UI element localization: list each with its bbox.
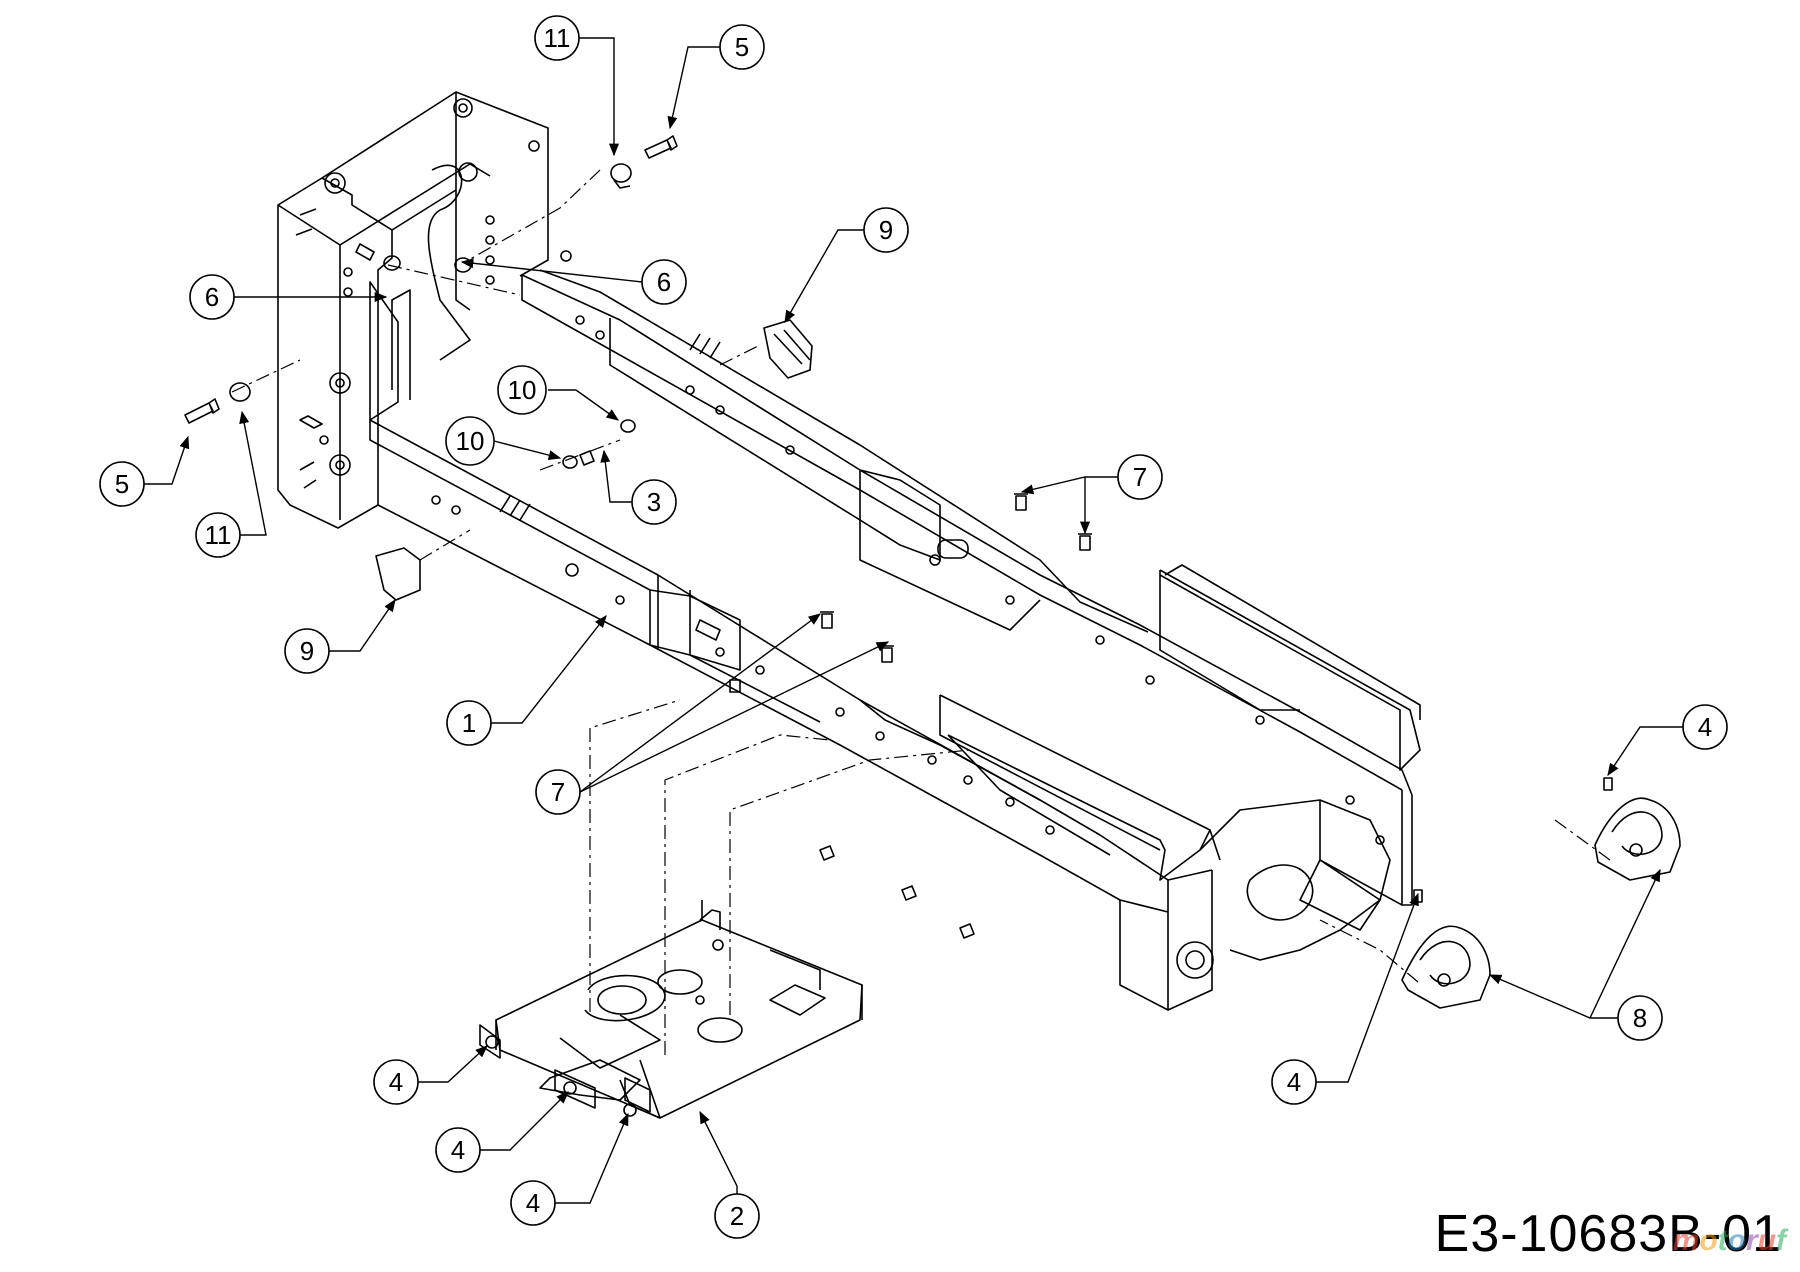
svg-text:6: 6 [657, 267, 671, 297]
svg-text:11: 11 [544, 23, 571, 53]
side-bracket-rear [1594, 797, 1681, 881]
frame-rail-right [521, 269, 1413, 906]
drawing-number: E3-10683B-01 [1434, 1205, 1782, 1263]
side-bracket-front [1401, 925, 1491, 1009]
callout-4-a: 4 [373, 1059, 419, 1105]
callout-9-top: 9 [863, 207, 909, 253]
fasteners [184, 135, 1613, 939]
svg-text:4: 4 [389, 1067, 403, 1097]
callout-3: 3 [631, 479, 677, 525]
svg-text:9: 9 [879, 215, 893, 245]
end-cap-right [763, 319, 813, 379]
frame-rail-left [369, 419, 1214, 1011]
deck-plate [479, 900, 863, 1119]
svg-text:11: 11 [205, 520, 232, 550]
svg-text:1: 1 [462, 708, 476, 738]
svg-text:7: 7 [551, 777, 565, 807]
callout-1: 1 [446, 700, 492, 746]
svg-text:5: 5 [735, 32, 749, 62]
svg-text:3: 3 [647, 487, 661, 517]
callout-11-left: 11 [195, 512, 241, 558]
callout-10-lower: 10 [445, 416, 495, 466]
callout-8: 8 [1617, 995, 1663, 1041]
callout-11-top: 11 [534, 15, 580, 61]
callouts: 11 5 9 6 6 10 10 3 7 5 11 9 1 7 4 8 4 4 … [99, 15, 1728, 1239]
callout-9-left: 9 [284, 628, 330, 674]
rear-bracket [277, 91, 572, 529]
svg-text:8: 8 [1633, 1003, 1647, 1033]
svg-text:4: 4 [526, 1188, 540, 1218]
svg-text:7: 7 [1133, 462, 1147, 492]
callout-7-left: 7 [535, 769, 581, 815]
callout-7-right: 7 [1117, 454, 1163, 500]
svg-text:10: 10 [508, 375, 537, 405]
leader-lines [144, 37, 1683, 1216]
svg-text:4: 4 [451, 1135, 465, 1165]
running-boards [939, 564, 1421, 881]
svg-text:5: 5 [115, 469, 129, 499]
svg-text:4: 4 [1287, 1067, 1301, 1097]
svg-text:6: 6 [205, 282, 219, 312]
svg-text:10: 10 [456, 426, 485, 456]
assembly-lines [231, 169, 1611, 1055]
callout-5-top: 5 [719, 24, 765, 70]
callout-2: 2 [714, 1193, 760, 1239]
svg-text:9: 9 [300, 636, 314, 666]
callout-4-b: 4 [435, 1127, 481, 1173]
callout-10-upper: 10 [497, 365, 547, 415]
callout-4-right-top: 4 [1682, 704, 1728, 750]
svg-text:4: 4 [1698, 712, 1712, 742]
callout-5-left: 5 [99, 461, 145, 507]
callout-6-right: 6 [641, 259, 687, 305]
watermark-logo: motoruf [1672, 1224, 1786, 1257]
callout-4-right-bottom: 4 [1271, 1059, 1317, 1105]
callout-4-c: 4 [510, 1180, 556, 1226]
end-cap-left [375, 547, 421, 601]
callout-6-left: 6 [189, 274, 235, 320]
svg-text:2: 2 [730, 1201, 744, 1231]
